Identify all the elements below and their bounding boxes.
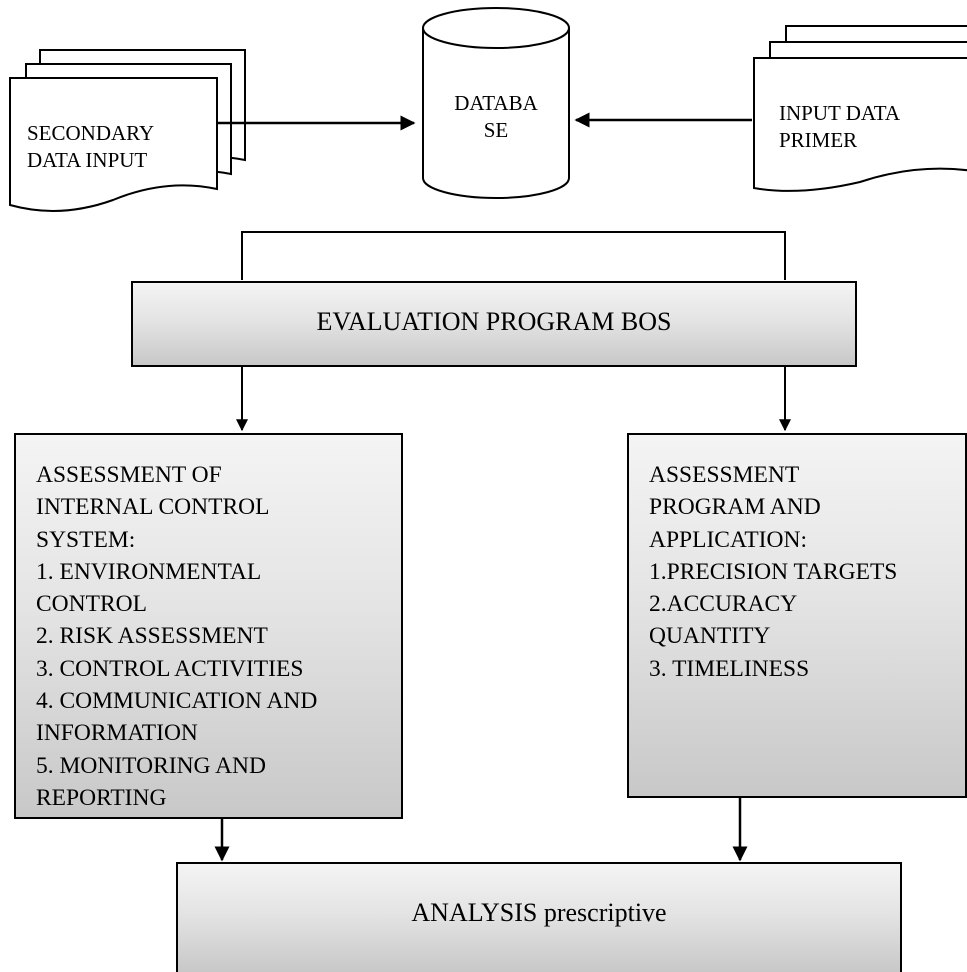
connector-database-bracket (241, 231, 786, 280)
internal-control-assessment-box: ASSESSMENT OF INTERNAL CONTROL SYSTEM: 1… (14, 433, 403, 819)
analysis-box: ANALYSIS prescriptive (176, 862, 902, 972)
database-label: DATABA SE (454, 91, 538, 142)
evaluation-program-box: EVALUATION PROGRAM BOS (131, 281, 857, 367)
database-cylinder (422, 7, 570, 199)
secondary-input-label: SECONDARY DATA INPUT (27, 121, 155, 172)
internal-control-text: ASSESSMENT OF INTERNAL CONTROL SYSTEM: 1… (36, 462, 318, 811)
evaluation-program-label: EVALUATION PROGRAM BOS (316, 307, 672, 336)
primary-input-label: INPUT DATA PRIMER (779, 101, 901, 152)
program-assessment-box: ASSESSMENT PROGRAM AND APPLICATION: 1.PR… (627, 433, 967, 798)
program-assessment-text: ASSESSMENT PROGRAM AND APPLICATION: 1.PR… (649, 462, 898, 682)
analysis-label: ANALYSIS prescriptive (411, 898, 667, 927)
primary-input-doc-stack (753, 25, 967, 192)
secondary-input-doc-stack (9, 49, 246, 212)
